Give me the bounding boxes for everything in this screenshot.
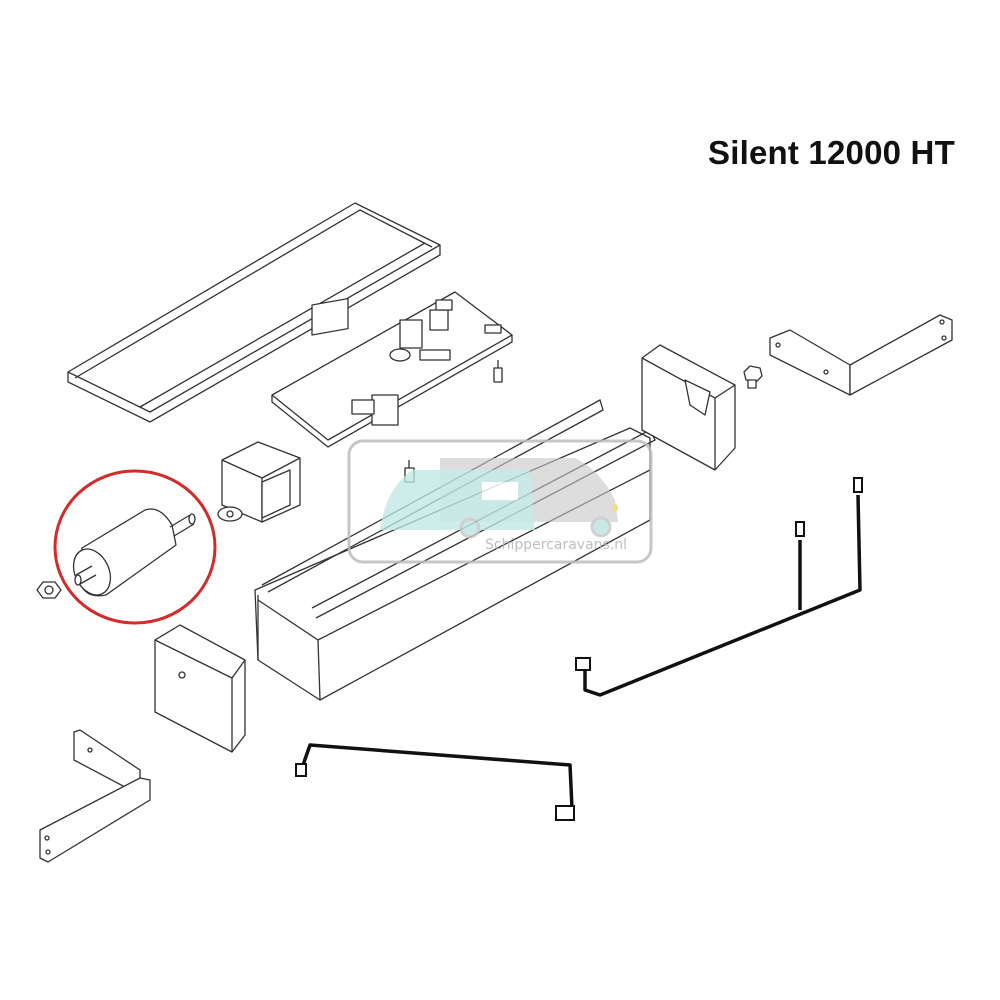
- circuit-board: [271, 291, 513, 448]
- watermark-logo: Schippercaravans.nl: [347, 439, 653, 564]
- cable: [295, 743, 575, 821]
- bolt: [743, 365, 763, 389]
- watermark-text: Schippercaravans.nl: [485, 537, 627, 553]
- end-cap-left: [154, 624, 246, 753]
- diagram-title: Silent 12000 HT: [708, 134, 955, 171]
- bracket-right: [769, 314, 953, 396]
- nut: [36, 581, 62, 599]
- end-cap-right: [641, 344, 736, 471]
- bracket-left: [39, 729, 151, 863]
- transformer: [217, 441, 301, 523]
- wire-harness: [575, 477, 863, 697]
- motor: [72, 508, 196, 597]
- cover-lid: [67, 202, 441, 423]
- standoff: [493, 360, 503, 383]
- highlight-circle: [53, 469, 217, 625]
